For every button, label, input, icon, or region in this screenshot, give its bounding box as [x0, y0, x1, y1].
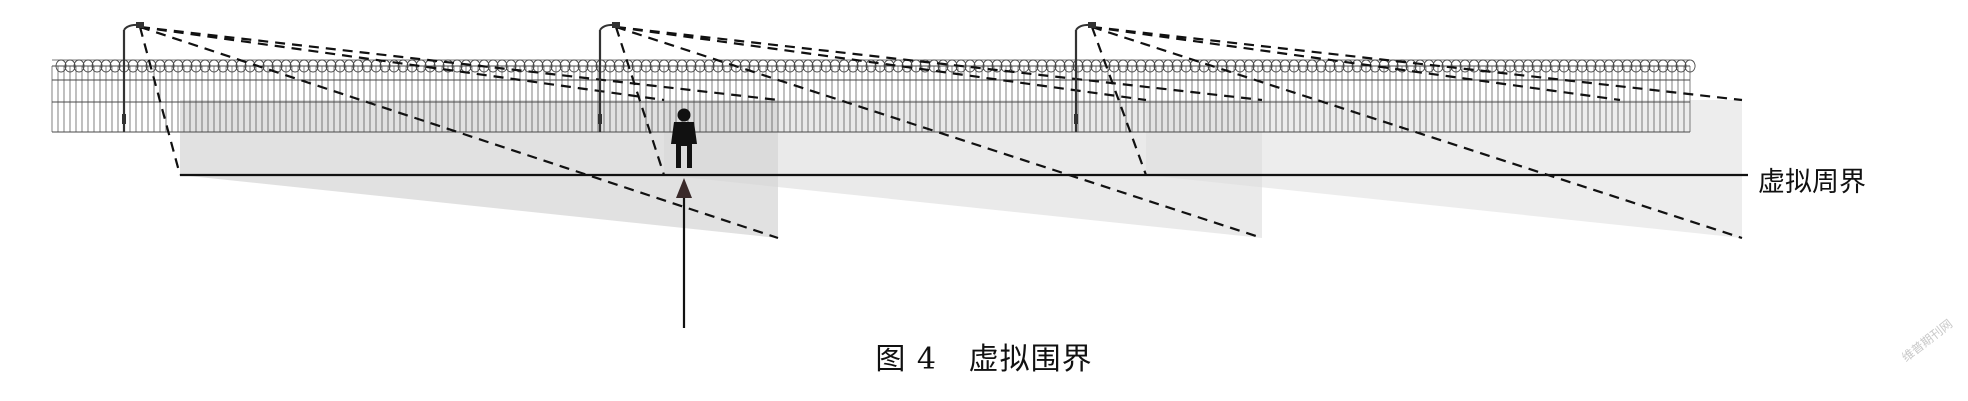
- detection-field-3: [1146, 100, 1742, 238]
- intruder-figure: [671, 108, 697, 168]
- pointer-arrow: [676, 178, 692, 328]
- pole-3: [1074, 22, 1096, 132]
- detection-field-1: [180, 100, 778, 238]
- figure-title: 虚拟围界: [968, 342, 1093, 377]
- virtual-perimeter-label: 虚拟周界: [1758, 167, 1866, 198]
- detection-fields: [180, 100, 1742, 238]
- camera-icon: [136, 22, 144, 28]
- figure-number: 图 4: [875, 342, 937, 377]
- pole-1: [122, 22, 144, 132]
- camera-view-lines: [138, 25, 1743, 240]
- camera-icon: [612, 22, 620, 28]
- camera-poles: [122, 22, 1096, 132]
- camera-1-view-outline: [138, 25, 779, 240]
- camera-icon: [1088, 22, 1096, 28]
- figure-caption: 图 4 虚拟围界: [0, 334, 1968, 378]
- camera-2-view-outline: [614, 25, 1263, 240]
- caption-gap: [937, 342, 969, 377]
- camera-3-view-outline: [1090, 25, 1743, 240]
- pole-box: [598, 114, 602, 124]
- detection-field-2: [664, 100, 1262, 238]
- pole-box: [1074, 114, 1078, 124]
- pole-box: [122, 114, 126, 124]
- pole-2: [598, 22, 620, 132]
